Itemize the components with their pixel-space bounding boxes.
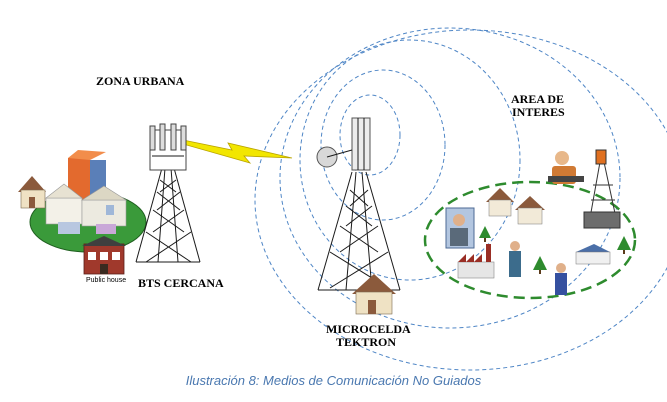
area-of-interest-ellipse — [423, 180, 637, 300]
microcell-tower-icon — [316, 117, 401, 291]
farmer-icon — [509, 241, 521, 277]
urban-zone-city — [18, 150, 147, 275]
small-house-icon — [18, 176, 46, 209]
tree-icon-2 — [533, 256, 547, 274]
area-interes-label-line2: INTERES — [512, 105, 565, 119]
area-of-interest-items — [445, 149, 631, 295]
house-icon-2 — [515, 196, 545, 225]
businessman-on-phone-icon — [445, 207, 475, 249]
house-icon-1 — [486, 188, 514, 217]
buildings-cluster-icon — [45, 183, 128, 234]
technician-icon — [555, 263, 567, 295]
signal-ring-5 — [254, 29, 667, 371]
signal-coverage-rings — [254, 27, 667, 371]
figure-caption: Ilustración 8: Medios de Comunicación No… — [185, 373, 482, 388]
microcelda-label-line2: TEKTRON — [336, 335, 397, 349]
tree-icon-1 — [479, 226, 491, 242]
public-house-icon — [82, 236, 126, 275]
microcell-shelter-icon — [352, 274, 396, 315]
signal-ring-1 — [339, 94, 401, 176]
zona-urbana-label: ZONA URBANA — [96, 74, 185, 88]
signal-ring-2 — [320, 69, 446, 221]
public-house-label: Public house — [86, 277, 127, 284]
microcelda-label-line1: MICROCELDA — [326, 322, 411, 336]
bts-cercana-label: BTS CERCANA — [138, 276, 224, 290]
bts-tower-icon — [135, 123, 201, 263]
small-building-icon — [575, 244, 611, 265]
wireless-link-lightning-icon — [182, 139, 293, 164]
signal-ring-4 — [279, 27, 621, 329]
oil-rig-icon — [583, 149, 621, 229]
area-interes-label-line1: AREA DE — [511, 92, 565, 106]
factory-icon — [457, 244, 495, 279]
operator-with-headset-icon — [548, 151, 584, 184]
tree-icon-3 — [617, 236, 631, 254]
signal-ring-3 — [299, 39, 521, 281]
